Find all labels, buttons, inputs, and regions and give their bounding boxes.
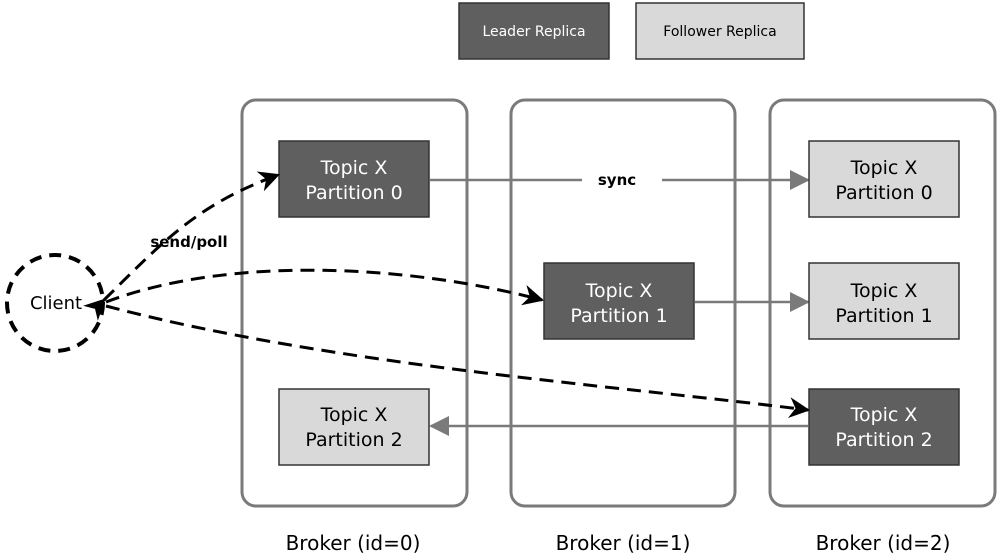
partition-topic-label: Topic X	[585, 280, 653, 302]
client-to-p0-arrow	[83, 171, 280, 321]
client-label: Client	[30, 293, 82, 314]
broker-0-partition-2: Topic X Partition 2	[278, 388, 430, 466]
partition-name-label: Partition 1	[570, 305, 667, 327]
partition-topic-label: Topic X	[850, 157, 918, 179]
broker-1-partition-1: Topic X Partition 1	[543, 262, 695, 340]
partition-topic-label: Topic X	[850, 280, 918, 302]
client-node: Client	[5, 253, 105, 353]
sync-label: sync	[598, 171, 636, 189]
broker-0-label: Broker (id=0)	[286, 531, 421, 555]
broker-2-partition-2: Topic X Partition 2	[808, 388, 960, 466]
client-to-p2-arrow	[105, 304, 811, 419]
client-to-p1-arrow	[105, 268, 545, 306]
send-poll-label: send/poll	[150, 233, 227, 251]
partition-name-label: Partition 2	[305, 429, 402, 451]
partition-topic-label: Topic X	[320, 404, 388, 426]
broker-1-label: Broker (id=1)	[556, 531, 691, 555]
legend-leader-label: Leader Replica	[482, 24, 585, 40]
partition-name-label: Partition 1	[835, 305, 932, 327]
partition-name-label: Partition 0	[835, 182, 932, 204]
broker-2-label: Broker (id=2)	[816, 531, 951, 555]
partition-name-label: Partition 0	[305, 182, 402, 204]
legend-follower-label: Follower Replica	[663, 24, 776, 40]
legend-leader: Leader Replica	[458, 2, 610, 60]
broker-2-partition-0: Topic X Partition 0	[808, 140, 960, 218]
partition-topic-label: Topic X	[850, 404, 918, 426]
broker-2-partition-1: Topic X Partition 1	[808, 262, 960, 340]
broker-0-partition-0: Topic X Partition 0	[278, 140, 430, 218]
partition-topic-label: Topic X	[320, 157, 388, 179]
legend-follower: Follower Replica	[635, 2, 805, 60]
partition-name-label: Partition 2	[835, 429, 932, 451]
legend: Leader Replica Follower Replica	[458, 2, 805, 60]
